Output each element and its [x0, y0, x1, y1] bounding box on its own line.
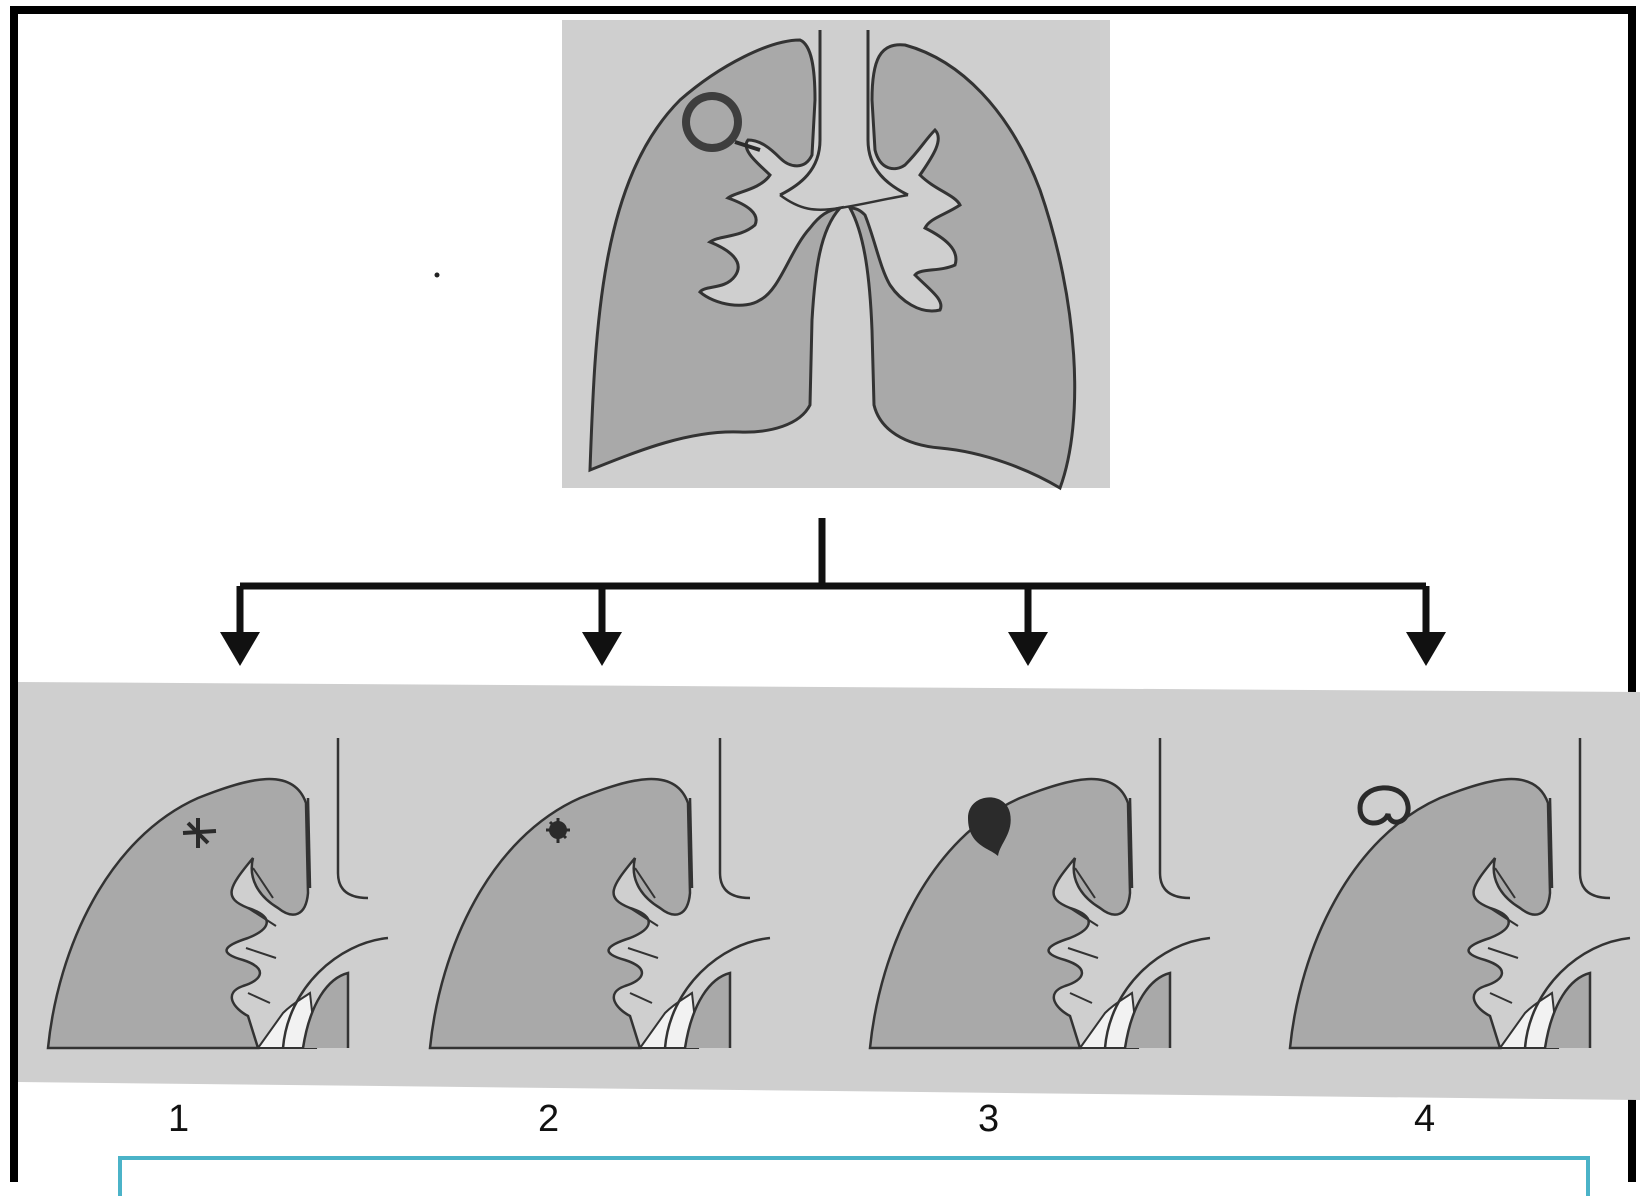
branch-connector [240, 518, 1426, 635]
arrowheads [220, 632, 1446, 666]
arrow-down-icon [582, 632, 622, 666]
arrow-down-icon [220, 632, 260, 666]
stage-label-4: 4 [1414, 1098, 1435, 1141]
top-lungs-panel [435, 20, 1111, 488]
stage-label-3: 3 [978, 1098, 999, 1141]
stage-label-1: 1 [168, 1098, 189, 1141]
caption-box [118, 1156, 1590, 1196]
arrow-down-icon [1008, 632, 1048, 666]
arrow-down-icon [1406, 632, 1446, 666]
stage-label-2: 2 [538, 1098, 559, 1141]
